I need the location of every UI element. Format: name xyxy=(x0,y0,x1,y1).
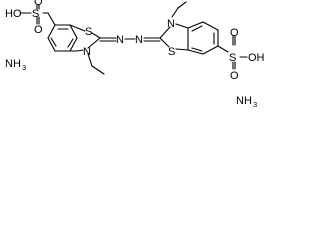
atom-s-ring-left: S xyxy=(85,26,92,38)
atom-o-right-top: O xyxy=(230,27,239,39)
atom-o-left: O xyxy=(34,24,43,36)
atom-n-ring-right: N xyxy=(167,18,175,30)
counterion-right-subscript: 3 xyxy=(253,100,257,109)
atom-s-top-left: S xyxy=(32,8,39,20)
atom-n-azo-1: N xyxy=(116,34,124,46)
atom-labels: O HO S O S N N N N S O S OH O xyxy=(5,0,265,82)
counterion-right: NH 3 xyxy=(236,95,257,109)
bonds xyxy=(19,1,248,75)
counterion-left: NH 3 xyxy=(5,58,26,72)
atom-n-azo-2: N xyxy=(135,34,143,46)
counterion-left-formula: NH xyxy=(5,58,21,70)
counterion-left-subscript: 3 xyxy=(22,63,26,72)
atom-o-top-left: O xyxy=(34,0,43,8)
molecule-drawing: O HO S O S N N N N S O S OH O NH 3 NH 3 xyxy=(5,0,265,109)
atom-ho: HO xyxy=(5,8,22,20)
counterion-right-formula: NH xyxy=(236,95,252,107)
atom-oh: OH xyxy=(248,52,265,64)
structure-diagram: O HO S O S N N N N S O S OH O NH 3 NH 3 xyxy=(0,0,274,114)
atom-s-ring-right: S xyxy=(168,46,175,58)
atom-o-right-bottom: O xyxy=(230,70,239,82)
atom-s-right: S xyxy=(229,52,236,64)
atom-n-ring-left: N xyxy=(83,46,91,58)
